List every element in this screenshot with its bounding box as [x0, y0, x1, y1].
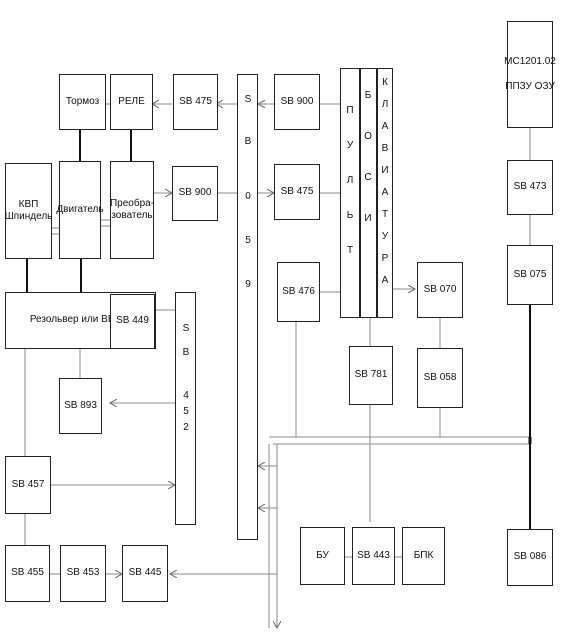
pult-block: [340, 68, 360, 318]
sb457-label: SB 457: [11, 478, 45, 490]
sb893-block: SB 893: [59, 378, 102, 434]
bu-label: БУ: [316, 549, 329, 561]
klaviatura-block: [377, 68, 393, 318]
sb445-label: SB 445: [128, 567, 162, 579]
sb781-label: SB 781: [354, 369, 388, 381]
sb058-block: SB 058: [417, 348, 463, 408]
sb455-label: SB 455: [11, 567, 44, 579]
sb453-label: SB 453: [66, 567, 100, 579]
sb059-column: [237, 74, 258, 540]
sb059-column-label: S B 0 5 9: [244, 94, 252, 290]
mc1201-block: МС1201.02 ППЗУ ОЗУ: [504, 21, 556, 128]
sb058-label: SB 058: [423, 371, 457, 383]
bos-label: Б О С И: [364, 90, 372, 224]
mc1201-label: МС1201.02 ППЗУ ОЗУ: [504, 55, 556, 92]
bpk-block: БПК: [402, 527, 445, 585]
sb457-block: SB 457: [5, 456, 51, 514]
sb086-label: SB 086: [513, 551, 547, 563]
sb475-mid-block: SB 475: [274, 164, 320, 220]
klaviatura-label: К Л А В И А Т У Р А: [381, 77, 389, 286]
sb445-block: SB 445: [122, 545, 168, 602]
sb086-block: SB 086: [507, 529, 553, 586]
sb452-column: [175, 292, 196, 525]
sb455-block: SB 455: [5, 545, 50, 602]
kvp-block: КВП Шпиндель: [5, 163, 52, 259]
rele-label: РЕЛЕ: [118, 95, 145, 107]
sb900-mid-block: SB 900: [172, 166, 218, 221]
sb475-top-label: SB 475: [179, 95, 212, 107]
sb476-block: SB 476: [277, 262, 320, 322]
bu-block: БУ: [300, 527, 345, 585]
sb449-label: SB 449: [116, 315, 149, 327]
sb453-block: SB 453: [60, 545, 106, 602]
dvigatel-block: Двигатель: [56, 161, 104, 259]
rele-block: РЕЛЕ: [110, 74, 153, 130]
sb473-label: SB 473: [513, 181, 547, 193]
sb443-label: SB 443: [357, 549, 390, 561]
preobrazovatel-block: Преобра- зователь: [110, 161, 154, 259]
pult-label: П У Л Ь Т: [346, 105, 354, 256]
sb781-block: SB 781: [349, 346, 393, 405]
sb893-label: SB 893: [64, 399, 97, 411]
tormoz-block: Тормоз: [59, 74, 106, 130]
sb075-label: SB 075: [513, 268, 547, 280]
sb070-label: SB 070: [423, 283, 457, 295]
sb473-block: SB 473: [507, 160, 553, 215]
sb452-column-label: S B 4 5 2: [182, 323, 190, 433]
sb449-block: SB 449: [110, 294, 155, 349]
sb475-mid-label: SB 475: [280, 185, 314, 197]
preobrazovatel-label: Преобра- зователь: [109, 197, 155, 222]
sb476-label: SB 476: [282, 285, 315, 297]
sb443-block: SB 443: [352, 527, 395, 585]
bos-block: [360, 68, 377, 318]
bpk-label: БПК: [413, 549, 434, 561]
kvp-label: КВП Шпиндель: [4, 198, 53, 223]
sb075-block: SB 075: [507, 245, 553, 305]
sb900-top-label: SB 900: [280, 95, 314, 107]
dvigatel-label: Двигатель: [56, 203, 104, 215]
sb475-top-block: SB 475: [173, 74, 218, 130]
sb900-top-block: SB 900: [274, 74, 320, 130]
sb900-mid-label: SB 900: [178, 187, 212, 199]
sb070-block: SB 070: [417, 262, 463, 318]
tormoz-label: Тормоз: [65, 95, 100, 107]
